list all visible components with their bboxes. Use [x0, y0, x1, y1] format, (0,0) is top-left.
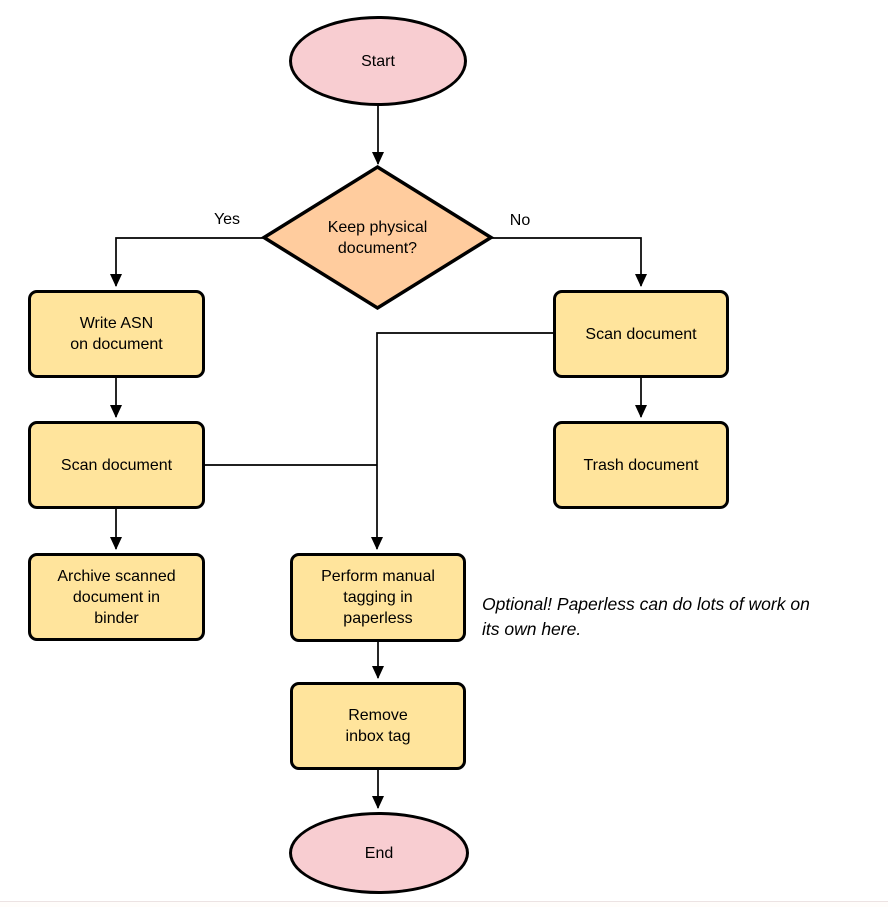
node-scan-document-right-label: Scan document — [585, 325, 697, 343]
edge-label-no: No — [509, 212, 531, 229]
node-write-asn-label: Write ASN on document — [70, 315, 163, 353]
node-archive-binder-label: Archive scanned document in binder — [57, 567, 176, 627]
edge-group — [110, 106, 647, 809]
node-trash-document-label: Trash document — [583, 456, 699, 474]
node-scan-document-left-label: Scan document — [60, 456, 173, 474]
node-scan-document-right: Scan document — [553, 290, 729, 378]
node-archive-binder: Archive scanned document in binder — [28, 553, 205, 641]
edge-label-yes: Yes — [213, 211, 241, 228]
node-scan-document-left: Scan document — [28, 421, 205, 509]
window-bottom-edge — [0, 901, 888, 907]
node-start-label: Start — [361, 52, 395, 70]
node-remove-inbox-tag-label: Remove inbox tag — [345, 707, 411, 745]
node-perform-manual-tagging: Perform manual tagging in paperless — [290, 553, 466, 642]
node-write-asn: Write ASN on document — [28, 290, 205, 378]
node-decision-label: Keep physical document? — [327, 218, 428, 257]
node-start: Start — [289, 16, 467, 106]
node-end: End — [289, 812, 469, 894]
node-perform-manual-tagging-label: Perform manual tagging in paperless — [321, 568, 435, 627]
edge-decision-no-to-scan-right — [490, 237, 647, 287]
node-trash-document: Trash document — [553, 421, 729, 509]
edge-decision-yes-to-write-asn — [110, 237, 265, 287]
node-end-label: End — [364, 844, 394, 862]
annotation-note: Optional! Paperless can do lots of work … — [482, 594, 810, 639]
node-remove-inbox-tag: Remove inbox tag — [290, 682, 466, 770]
edge-scan-right-to-perform-tagging — [371, 332, 553, 550]
node-decision: Keep physical document? — [264, 167, 491, 308]
decision-diamond-shape — [260, 164, 495, 311]
